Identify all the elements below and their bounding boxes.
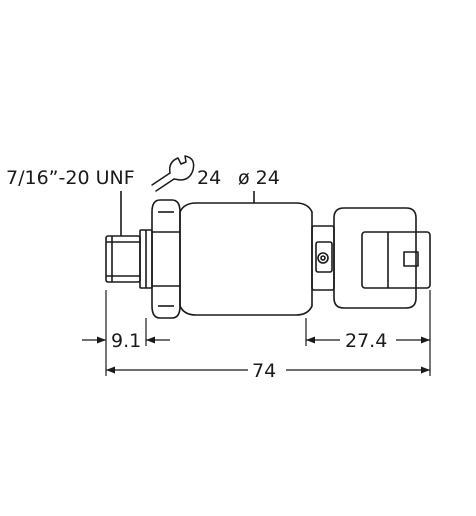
thread-label: 7/16”-20 UNF xyxy=(6,167,135,189)
connector-plug xyxy=(333,207,431,309)
wrench-size-label: 24 xyxy=(197,167,221,189)
diameter-label: ø 24 xyxy=(238,167,280,189)
dim-connector-length: 27.4 xyxy=(345,330,387,352)
wrench-icon xyxy=(151,155,195,192)
extension-lines xyxy=(105,290,431,376)
hex-nut xyxy=(151,199,181,319)
dim-total-length: 74 xyxy=(252,360,276,382)
threaded-fitting xyxy=(105,229,153,289)
connector-neck xyxy=(311,225,335,291)
sensor-body xyxy=(179,202,313,316)
dimension-arrows xyxy=(97,336,430,374)
leader-lines xyxy=(120,191,255,236)
dim-thread-length: 9.1 xyxy=(111,330,141,352)
